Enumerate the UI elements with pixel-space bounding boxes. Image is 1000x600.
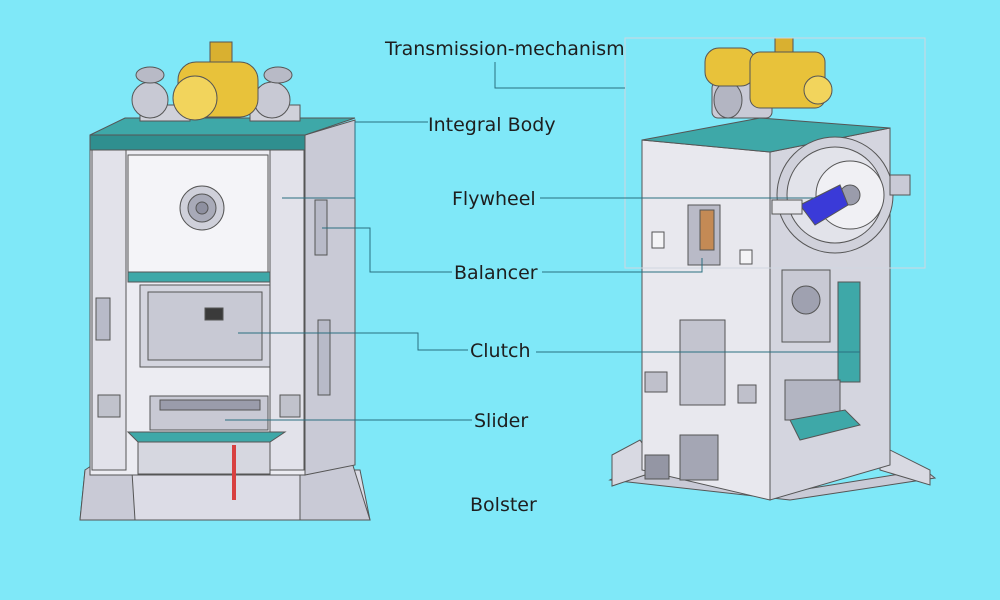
label-integral-body: Integral Body (428, 114, 556, 136)
leader-transmission (494, 62, 625, 89)
leader-clutch (238, 332, 468, 351)
left-top-plate-front (89, 134, 306, 151)
left-frame-side (304, 119, 356, 476)
label-balancer: Balancer (454, 262, 538, 284)
label-transmission-mechanism: Transmission-mechanism (385, 38, 625, 60)
right-flywheel (771, 136, 911, 254)
left-motor-assembly (131, 41, 301, 122)
leader-balancer (322, 227, 452, 273)
right-top-plate (641, 117, 891, 153)
right-press-machine (608, 37, 937, 501)
right-motor-assembly (704, 37, 833, 119)
label-clutch: Clutch (470, 340, 531, 362)
transmission-highlight-box (624, 37, 926, 269)
label-flywheel: Flywheel (452, 188, 536, 210)
right-flywheel-bracket (799, 184, 849, 226)
left-bolster (126, 431, 287, 443)
leader-integral-body (282, 121, 428, 199)
label-bolster: Bolster (470, 494, 537, 516)
leader-balancer-right (542, 258, 703, 273)
left-press-machine (79, 41, 371, 521)
leader-lines (225, 62, 860, 421)
label-slider: Slider (474, 410, 529, 432)
